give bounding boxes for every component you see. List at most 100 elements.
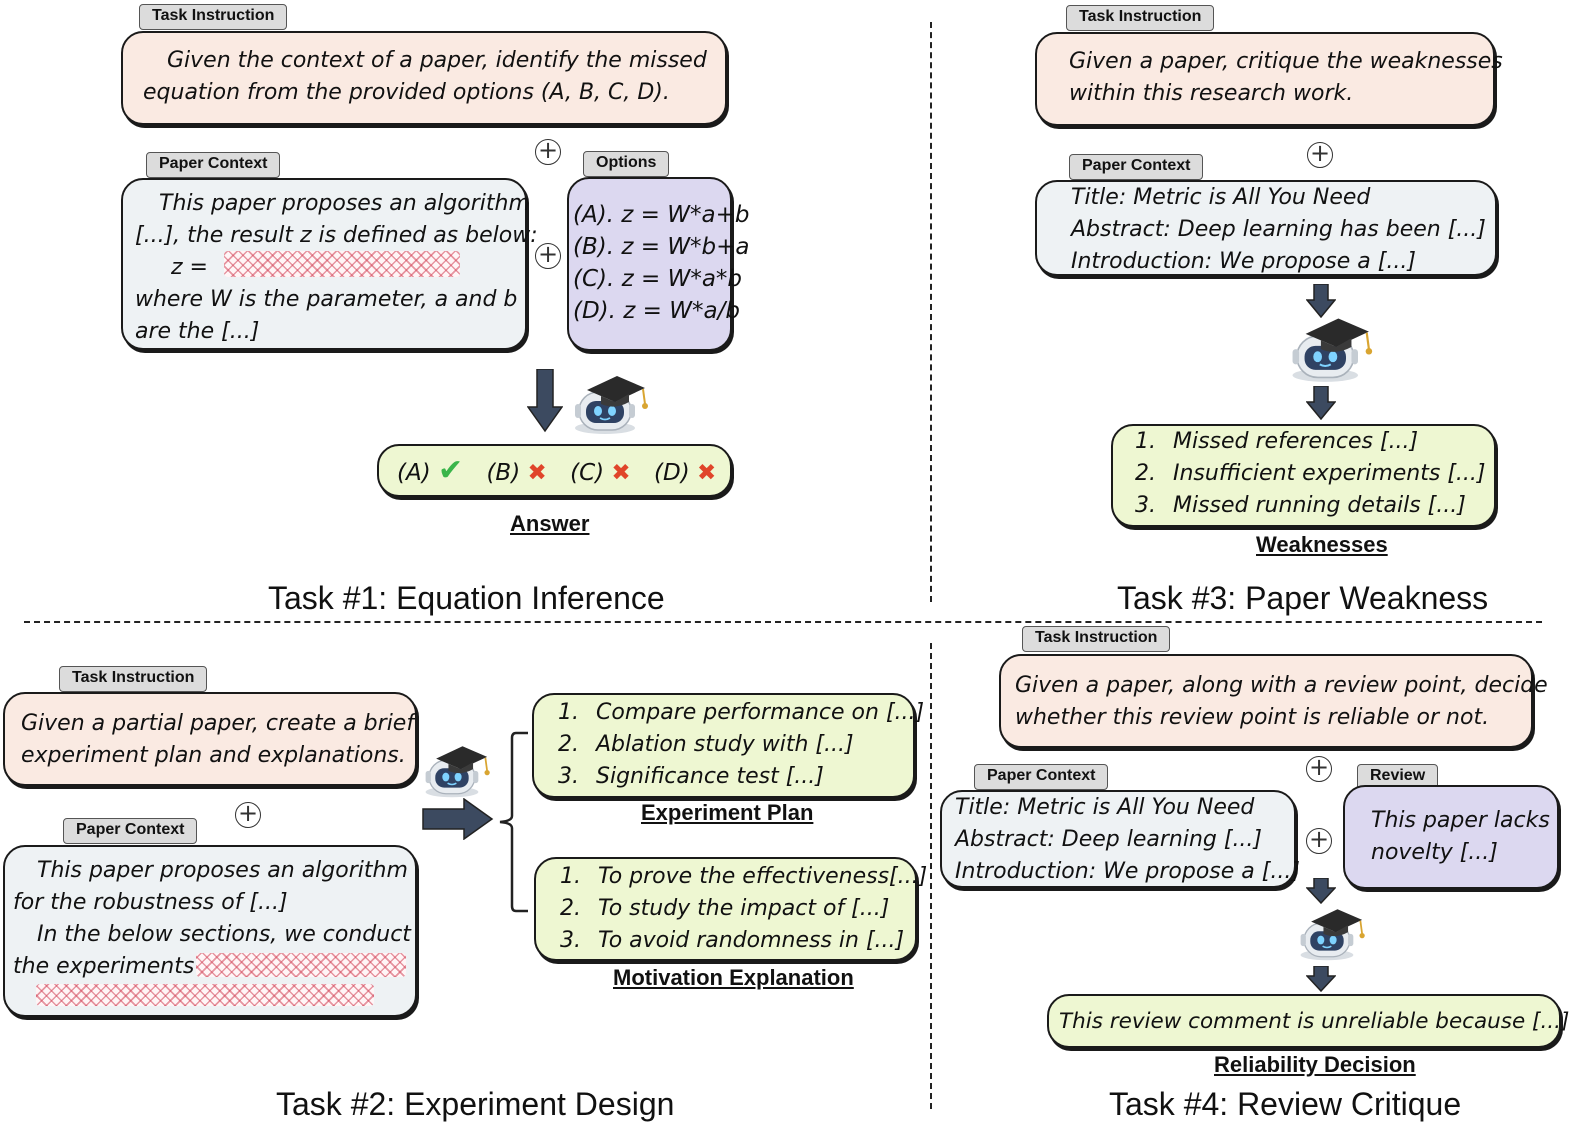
task1-context-line-1: This paper proposes an algorithm (159, 191, 530, 216)
task2-plan-box: 1. Compare performance on [...] 2. Ablatio… (532, 693, 924, 798)
list-text: Significance test [...] (596, 764, 824, 789)
list-text: To prove the effectiveness[...] (598, 864, 928, 889)
list-item: 3.Significance test [...] (558, 761, 913, 793)
task1-answer-box: (A) ✔ (B) ✖ (C) ✖ (D) ✖ (377, 444, 732, 497)
task2-context-line-1: This paper proposes an algorithm (37, 858, 408, 883)
task2-motivation-label: Motivation Explanation (613, 965, 854, 990)
cross-icon: ✖ (697, 460, 717, 486)
task4-context-box: Title: Metric is All You Need Abstract: … (940, 790, 1300, 888)
task1-option-b: (B). z = W*b+a (573, 234, 750, 260)
task1-context-line-2: [...], the result z is defined as below: (135, 223, 538, 248)
task2-context-line-4: the experiments (13, 954, 195, 979)
cross-icon: ✖ (611, 460, 631, 486)
answer-label: (B) (486, 460, 521, 486)
cross-icon: ✖ (527, 460, 547, 486)
task2-context-line-3: In the below sections, we conduct (37, 922, 411, 947)
list-number: 1. (1135, 429, 1156, 454)
task4-review-line-1: This paper lacks (1371, 808, 1550, 833)
task3-weaknesses-box: 1. Missed references [...] 2. Insufficient… (1111, 424, 1496, 527)
list-item: 3.To avoid randomness in [...] (560, 925, 915, 957)
down-arrow-icon (1306, 284, 1336, 318)
task3-caption: Task #3: Paper Weakness (1117, 580, 1489, 616)
down-arrow-icon (527, 369, 563, 433)
list-number: 3. (1135, 493, 1156, 518)
plus-circle-icon: + (1306, 755, 1332, 782)
list-text: Ablation study with [...] (596, 732, 854, 757)
task4-context-line-1: Title: Metric is All You Need (955, 795, 1255, 820)
robot-graduate-icon (424, 745, 491, 799)
list-text: To study the impact of [...] (598, 896, 890, 921)
list-item: 3. Missed running details [...] (1135, 490, 1494, 522)
list-item: 2. Ablation study with [...] (558, 729, 913, 761)
task1-caption: Task #1: Equation Inference (268, 580, 665, 616)
masked-text (196, 953, 406, 977)
task3-context-tag: Paper Context (1069, 154, 1204, 180)
list-number: 1. (558, 700, 579, 725)
vertical-divider-bottom (930, 643, 932, 1109)
task3-context-line-3: Introduction: We propose a [...] (1071, 249, 1416, 274)
answer-label: (A) (397, 460, 431, 486)
check-icon: ✔ (438, 453, 464, 488)
task1-answer-c: (C) ✖ (570, 460, 631, 486)
task4-caption: Task #4: Review Critique (1109, 1086, 1462, 1122)
task4-decision-text: This review comment is unreliable becaus… (1059, 1009, 1570, 1034)
task2-instruction-box: Given a partial paper, create a brief ex… (3, 692, 417, 786)
plus-circle-icon: + (535, 138, 561, 165)
task4-context-line-3: Introduction: We propose a [...] (955, 859, 1300, 884)
list-text: Compare performance on [...] (596, 700, 925, 725)
task2-plan-label: Experiment Plan (641, 800, 814, 825)
list-text: To avoid randomness in [...] (598, 928, 905, 953)
masked-equation (224, 251, 460, 277)
task4-instruction-box: Given a paper, along with a review point… (999, 654, 1548, 748)
list-text: Insufficient experiments [...] (1173, 461, 1486, 486)
task1-context-line-5: are the [...] (135, 319, 260, 344)
task1-answer-label: Answer (510, 511, 590, 536)
task4-instruction-line-2: whether this review point is reliable or… (1015, 705, 1490, 730)
task4-review-box: This paper lacks novelty [...] (1343, 785, 1559, 889)
task2-instruction-line-1: Given a partial paper, create a brief (21, 711, 415, 736)
task3-context-line-1: Title: Metric is All You Need (1071, 185, 1371, 210)
task2-context-tag: Paper Context (63, 818, 198, 844)
list-number: 2. (558, 732, 579, 757)
horizontal-divider (24, 621, 1542, 623)
plus-circle-icon: + (235, 801, 261, 828)
robot-graduate-icon (1291, 317, 1374, 383)
plus-circle-icon: + (1307, 141, 1333, 168)
answer-label: (C) (570, 460, 605, 486)
bracket-icon (499, 731, 528, 913)
list-number: 2. (1135, 461, 1156, 486)
task1-context-line-3: z = (171, 255, 208, 280)
task1-options-tag: Options (583, 151, 670, 177)
task1-context-tag: Paper Context (146, 152, 281, 178)
task4-decision-box: This review comment is unreliable becaus… (1047, 994, 1570, 1048)
task1-option-c: (C). z = W*a*b (573, 266, 743, 292)
robot-graduate-icon (1299, 908, 1366, 962)
task2-instruction-tag: Task Instruction (59, 666, 208, 692)
right-arrow-icon (422, 798, 494, 840)
task3-instruction-line-1: Given a paper, critique the weaknesses (1069, 49, 1503, 74)
task1-answer-d: (D) ✖ (654, 460, 716, 486)
down-arrow-icon (1306, 878, 1336, 904)
vertical-divider-top (930, 22, 932, 602)
task3-instruction-tag: Task Instruction (1066, 5, 1215, 31)
task2-instruction-line-2: experiment plan and explanations. (21, 743, 406, 768)
list-text: Missed running details [...] (1173, 493, 1466, 518)
task3-weaknesses-label: Weaknesses (1256, 532, 1388, 557)
list-text: Missed references [...] (1173, 429, 1419, 454)
task4-instruction-tag: Task Instruction (1022, 626, 1171, 652)
list-number: 2. (560, 896, 581, 921)
task4-decision-label: Reliability Decision (1214, 1052, 1416, 1077)
answer-label: (D) (654, 460, 690, 486)
task4-review-line-2: novelty [...] (1371, 840, 1498, 865)
robot-graduate-icon (574, 375, 649, 435)
task3-instruction-box: Given a paper, critique the weaknesses w… (1035, 32, 1503, 126)
task3-context-line-2: Abstract: Deep learning has been [...] (1071, 217, 1486, 242)
task1-instruction-tag: Task Instruction (139, 4, 288, 30)
task1-option-a: (A). z = W*a+b (573, 202, 750, 228)
masked-text (36, 984, 374, 1006)
task2-motivation-box: 1.To prove the effectiveness[...] 2.To s… (534, 857, 927, 961)
list-item: 2. Insufficient experiments [...] (1135, 458, 1494, 490)
down-arrow-icon (1306, 386, 1336, 420)
down-arrow-icon (1306, 966, 1336, 992)
task1-answer-a: (A) ✔ (397, 455, 463, 487)
